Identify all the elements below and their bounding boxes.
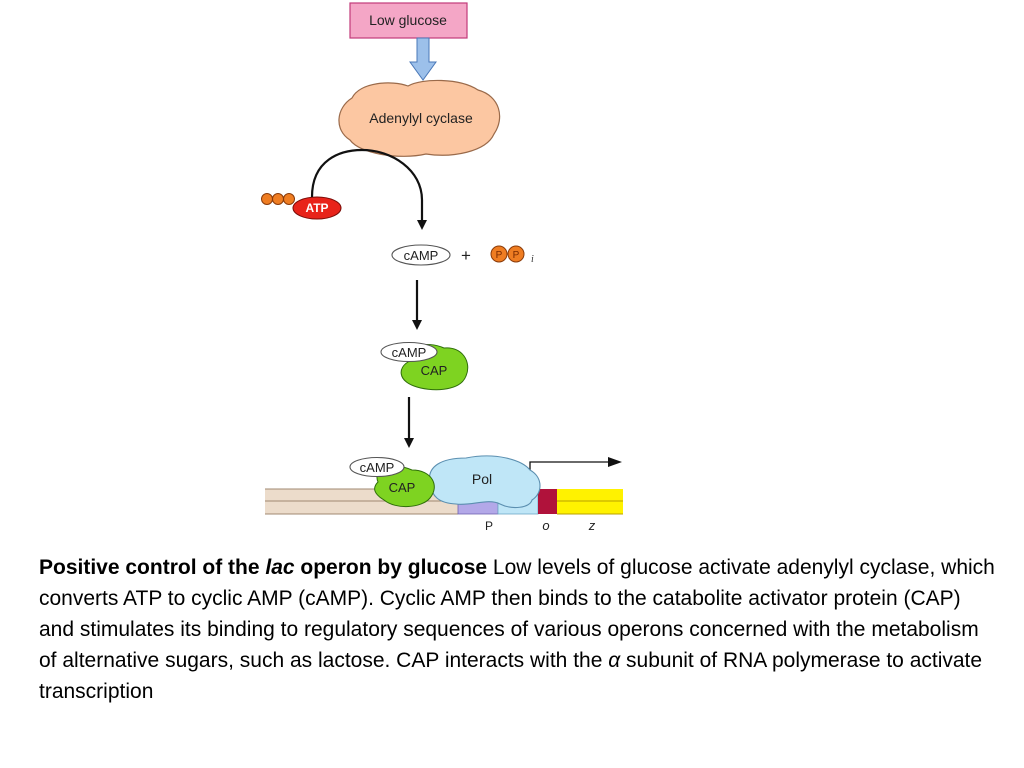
caption-title-part1: Positive control of the [39, 556, 266, 579]
low-glucose-label: Low glucose [369, 12, 447, 28]
operator-region [538, 489, 557, 514]
camp-label: cAMP [404, 248, 439, 263]
phosphate-icon [490, 245, 508, 263]
adenylyl-cyclase-blob: Adenylyl cyclase [338, 79, 501, 157]
low-glucose-box: Low glucose [349, 2, 468, 39]
lac-operon-diagram: Low glucose Adenylyl cyclase ATP cAMP + … [261, 2, 623, 533]
rna-polymerase: Pol [428, 455, 541, 509]
pi-subscript: i [531, 254, 534, 265]
phosphate-icon [261, 193, 273, 205]
camp-cap-complex: CAP cAMP [380, 341, 469, 391]
caption-alpha: α [608, 649, 621, 672]
caption-title: Positive control of the lac operon by gl… [39, 556, 487, 579]
region-o-label: o [542, 518, 549, 533]
cap-on-dna: CAP cAMP [349, 456, 435, 507]
blue-arrow-icon [409, 37, 437, 81]
phosphate-icon [507, 245, 525, 263]
camp-label: cAMP [392, 345, 427, 360]
region-p-label: P [485, 519, 493, 533]
caption-body-part2: subunit of RNA polymerase to activate tr… [39, 649, 983, 703]
pol-label: Pol [472, 471, 492, 487]
cap-label: CAP [389, 480, 416, 495]
camp-label: cAMP [360, 460, 395, 475]
region-z-label: z [588, 518, 596, 533]
caption-body-part1: Low levels of glucose activate adenylyl … [39, 556, 995, 672]
adenylyl-cyclase-label: Adenylyl cyclase [369, 110, 473, 126]
cap-label: CAP [421, 363, 448, 378]
transcription-arrow-icon [608, 457, 622, 467]
atp-molecule: ATP [261, 193, 342, 220]
camp-products: cAMP + P P i [391, 244, 534, 266]
pi-p-label: P [513, 250, 520, 261]
phosphate-icon [272, 193, 284, 205]
phosphate-icon [283, 193, 295, 205]
reaction-curve-arrow [310, 148, 427, 230]
caption-title-italic: lac [265, 556, 295, 579]
atp-label: ATP [305, 201, 328, 215]
plus-sign: + [461, 246, 471, 265]
pi-p-label: P [496, 250, 503, 261]
figure-caption: Positive control of the lac operon by gl… [39, 552, 999, 707]
caption-title-part2: operon by glucose [294, 556, 488, 579]
